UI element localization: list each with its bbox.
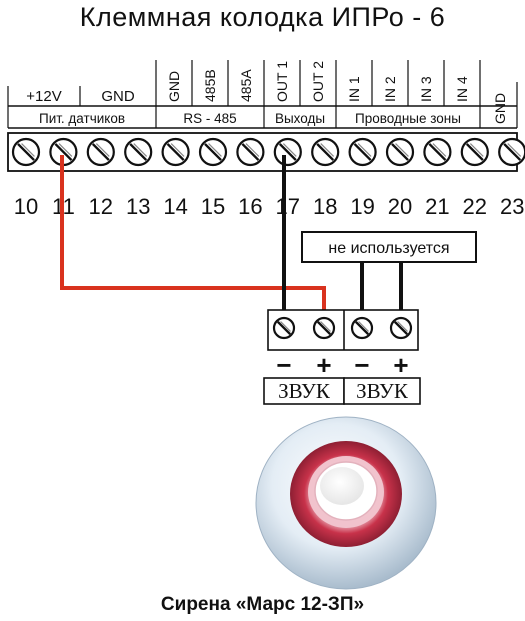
- sound-label-2: ЗВУК: [356, 379, 409, 403]
- siren-screw-2: [312, 316, 336, 340]
- screw-terminal-12: [86, 137, 115, 167]
- polarity-plus-2: +: [393, 350, 408, 380]
- terminal-number: 13: [126, 194, 150, 219]
- siren-caption: Сирена «Марс 12-ЗП»: [160, 594, 365, 615]
- signal-label-plus12v: +12V: [26, 88, 61, 105]
- screw-terminal-14: [161, 137, 190, 167]
- sound-label-1: ЗВУК: [278, 379, 331, 403]
- screw-terminal-19: [348, 137, 377, 167]
- terminal-number: 22: [463, 194, 487, 219]
- red-wire: [60, 155, 326, 316]
- terminal-number: 10: [14, 194, 38, 219]
- siren-screw-3: [350, 316, 374, 340]
- group-label-wired-zones: Проводные зоны: [355, 111, 461, 126]
- terminal-strip: [7, 132, 525, 172]
- screw-terminal-17: [273, 137, 302, 167]
- terminal-number: 23: [500, 194, 524, 219]
- signal-label-in3: IN 3: [418, 76, 434, 102]
- signal-label-out1: OUT 1: [274, 61, 290, 102]
- screw-terminal-13: [124, 137, 153, 167]
- polarity-minus-1: −: [276, 350, 291, 380]
- sound-label-boxes: [263, 377, 421, 405]
- polarity-minus-2: −: [354, 350, 369, 380]
- screw-terminal-16: [236, 137, 265, 167]
- siren-screws: [272, 316, 413, 340]
- terminal-number: 21: [425, 194, 449, 219]
- terminal-number: 17: [276, 194, 300, 219]
- signal-label-in2: IN 2: [382, 76, 398, 102]
- terminal-number: 16: [238, 194, 262, 219]
- terminal-number: 19: [350, 194, 374, 219]
- screw-terminal-10: [11, 137, 41, 167]
- siren-screw-1: [272, 316, 296, 340]
- group-label-rs485: RS - 485: [183, 111, 236, 126]
- screw-terminal-18: [311, 137, 340, 167]
- screw-terminal-21: [423, 137, 452, 167]
- signal-label-gnd-3: GND: [492, 93, 508, 124]
- screw-terminal-23: [498, 137, 525, 167]
- signal-label-in4: IN 4: [454, 76, 470, 102]
- signal-label-out2: OUT 2: [310, 61, 326, 102]
- terminal-number: 20: [388, 194, 412, 219]
- unused-label-box: [301, 231, 477, 263]
- diagram-title: Клеммная колодка ИПРо - 6: [79, 2, 446, 32]
- unused-label: не используется: [328, 240, 449, 257]
- signal-label-485b: 485B: [202, 69, 218, 102]
- signal-label-gnd: GND: [101, 88, 135, 105]
- group-label-outputs: Выходы: [275, 111, 325, 126]
- screw-terminal-22: [460, 137, 489, 167]
- screw-terminal-15: [198, 137, 228, 167]
- terminal-number: 12: [89, 194, 113, 219]
- signal-label-gnd-2: GND: [166, 71, 182, 102]
- siren-screw-4: [389, 316, 413, 340]
- screw-terminal-20: [385, 137, 415, 167]
- signal-label-485a: 485A: [238, 69, 254, 102]
- terminal-header: [7, 60, 518, 129]
- terminal-number: 15: [201, 194, 225, 219]
- signal-label-in1: IN 1: [346, 76, 362, 102]
- group-label-sensor-power: Пит. датчиков: [39, 111, 125, 126]
- terminal-number: 14: [163, 194, 187, 219]
- siren-image: [255, 416, 437, 590]
- polarity-plus-1: +: [316, 350, 331, 380]
- terminal-number: 18: [313, 194, 337, 219]
